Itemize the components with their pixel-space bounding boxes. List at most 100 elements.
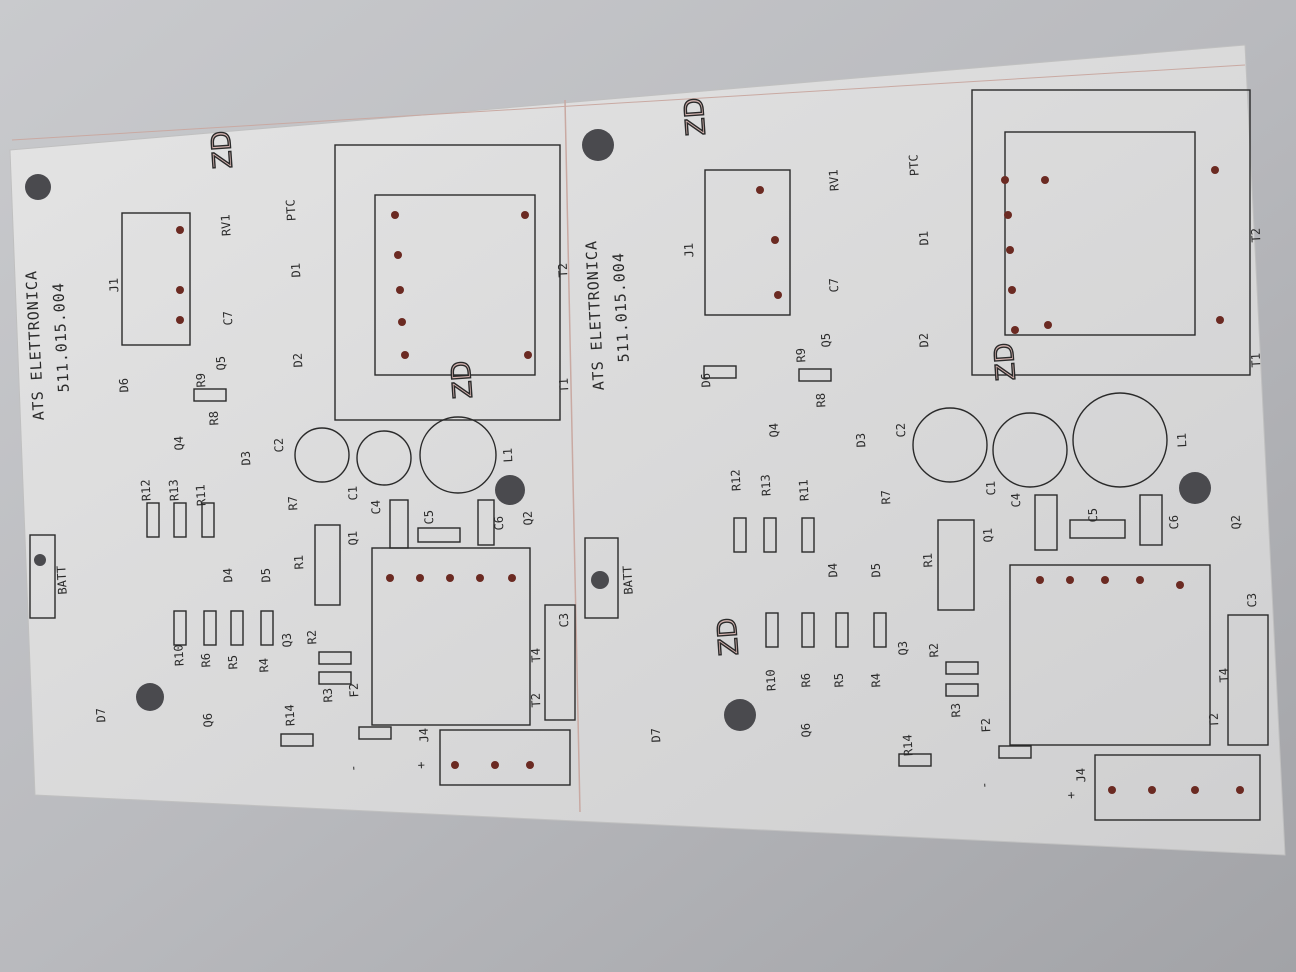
left-silkscreen-label-sign: +	[414, 761, 428, 769]
solder-pad	[476, 574, 484, 582]
solder-pad	[176, 286, 184, 294]
right-silkscreen-label-C2: C2	[894, 423, 909, 438]
right-silkscreen-label-C1: C1	[984, 481, 999, 496]
resistor-footprint	[358, 726, 392, 740]
left-silkscreen-label-R4: R4	[257, 658, 272, 673]
solder-pad	[176, 226, 184, 234]
left-silkscreen-label-C6: C6	[492, 516, 507, 531]
capacitor-c4	[389, 499, 409, 549]
solder-pad	[386, 574, 394, 582]
capacitor-c5	[1069, 519, 1126, 539]
resistor-footprint	[835, 612, 849, 648]
left-silkscreen-label-R7: R7	[286, 496, 301, 511]
left-silkscreen-label-PTC: PTC	[283, 199, 298, 221]
solder-pad	[508, 574, 516, 582]
ghost-marking: ZD	[446, 360, 479, 400]
solder-pad	[1101, 576, 1109, 584]
ghost-marking: ZD	[712, 617, 745, 657]
transformer-t4	[1009, 564, 1211, 746]
capacitor-c3	[1227, 614, 1269, 746]
left-silkscreen-label-T2: T2	[556, 263, 571, 278]
left-silkscreen-label-T2: T2	[529, 693, 544, 708]
left-silkscreen-label-R12: R12	[138, 479, 153, 501]
left-silkscreen-label-R2: R2	[305, 630, 320, 645]
right-silkscreen-label-Q6: Q6	[799, 723, 814, 738]
solder-pad	[1216, 316, 1224, 324]
battery-connector	[584, 537, 619, 619]
mounting-hole	[724, 699, 756, 731]
solder-pad	[1036, 576, 1044, 584]
left-silkscreen-label-Q6: Q6	[201, 713, 216, 728]
solder-pad	[1006, 246, 1014, 254]
solder-pad	[1211, 166, 1219, 174]
capacitor-c5	[417, 527, 461, 543]
mounting-hole	[136, 683, 164, 711]
resistor-footprint	[898, 753, 932, 767]
left-silkscreen-label-R3: R3	[321, 688, 336, 703]
left-silkscreen-label-Q4: Q4	[172, 436, 187, 451]
resistor-footprint	[230, 610, 244, 646]
electrolytic-capacitor-outline	[992, 412, 1068, 488]
right-silkscreen-label-J1: J1	[682, 243, 697, 258]
solder-pad	[391, 211, 399, 219]
solder-pad	[396, 286, 404, 294]
part-number-label: 511.015.004	[609, 252, 633, 363]
left-silkscreen-label-RV1: RV1	[218, 214, 233, 236]
mounting-hole	[591, 571, 609, 589]
mounting-hole	[1179, 472, 1211, 504]
left-silkscreen-label-sign: -	[346, 764, 360, 772]
right-silkscreen-label-PTC: PTC	[906, 154, 921, 176]
right-silkscreen-label-R7: R7	[879, 490, 894, 505]
capacitor-c3	[544, 604, 576, 721]
resistor-footprint	[146, 502, 160, 538]
right-silkscreen-label-R13: R13	[758, 474, 773, 496]
right-silkscreen-label-R14: R14	[900, 734, 915, 756]
mounting-hole	[495, 475, 525, 505]
resistor-footprint	[193, 388, 227, 402]
right-silkscreen-label-R3: R3	[949, 703, 964, 718]
left-silkscreen-label-C1: C1	[346, 486, 361, 501]
solder-pad	[1136, 576, 1144, 584]
resistor-footprint	[763, 517, 777, 553]
left-silkscreen-label-C7: C7	[221, 311, 236, 326]
battery-connector	[29, 534, 56, 619]
resistor-footprint	[173, 610, 187, 646]
resistor-footprint	[280, 733, 314, 747]
right-silkscreen-label-L1: L1	[1175, 433, 1190, 448]
right-silkscreen-label-C4: C4	[1009, 493, 1024, 508]
right-silkscreen-label-R9: R9	[794, 348, 809, 363]
ghost-marking: ZD	[679, 97, 712, 137]
solder-pad	[394, 251, 402, 259]
solder-pad	[1236, 786, 1244, 794]
resistor-footprint	[801, 612, 815, 648]
connector-j4	[1094, 754, 1261, 821]
transformer-t4	[371, 547, 531, 726]
solder-pad	[446, 574, 454, 582]
right-silkscreen-label-RV1: RV1	[826, 169, 841, 191]
right-silkscreen-label-C5: C5	[1086, 508, 1101, 523]
resistor-footprint	[873, 612, 887, 648]
transformer-t2-outline	[334, 144, 561, 421]
pcb-board	[9, 44, 1286, 856]
mounting-hole	[582, 129, 614, 161]
right-silkscreen-label-D7: D7	[649, 728, 664, 743]
electrolytic-capacitor-outline	[356, 430, 412, 486]
resistor-footprint	[318, 671, 352, 685]
resistor-r1	[937, 519, 975, 611]
resistor-footprint	[173, 502, 187, 538]
capacitor-c4	[1034, 494, 1058, 551]
right-silkscreen-label-F2: F2	[979, 718, 994, 733]
solder-pad	[526, 761, 534, 769]
resistor-footprint	[260, 610, 274, 646]
resistor-footprint	[801, 517, 815, 553]
resistor-footprint	[203, 610, 217, 646]
right-silkscreen-label-D2: D2	[917, 333, 932, 348]
solder-pad	[524, 351, 532, 359]
left-silkscreen-label-BATT: BATT	[54, 565, 69, 595]
ghost-marking: ZD	[206, 130, 239, 170]
right-silkscreen-label-C7: C7	[827, 278, 842, 293]
solder-pad	[1108, 786, 1116, 794]
solder-pad	[401, 351, 409, 359]
transformer-t2-outline	[971, 89, 1251, 376]
